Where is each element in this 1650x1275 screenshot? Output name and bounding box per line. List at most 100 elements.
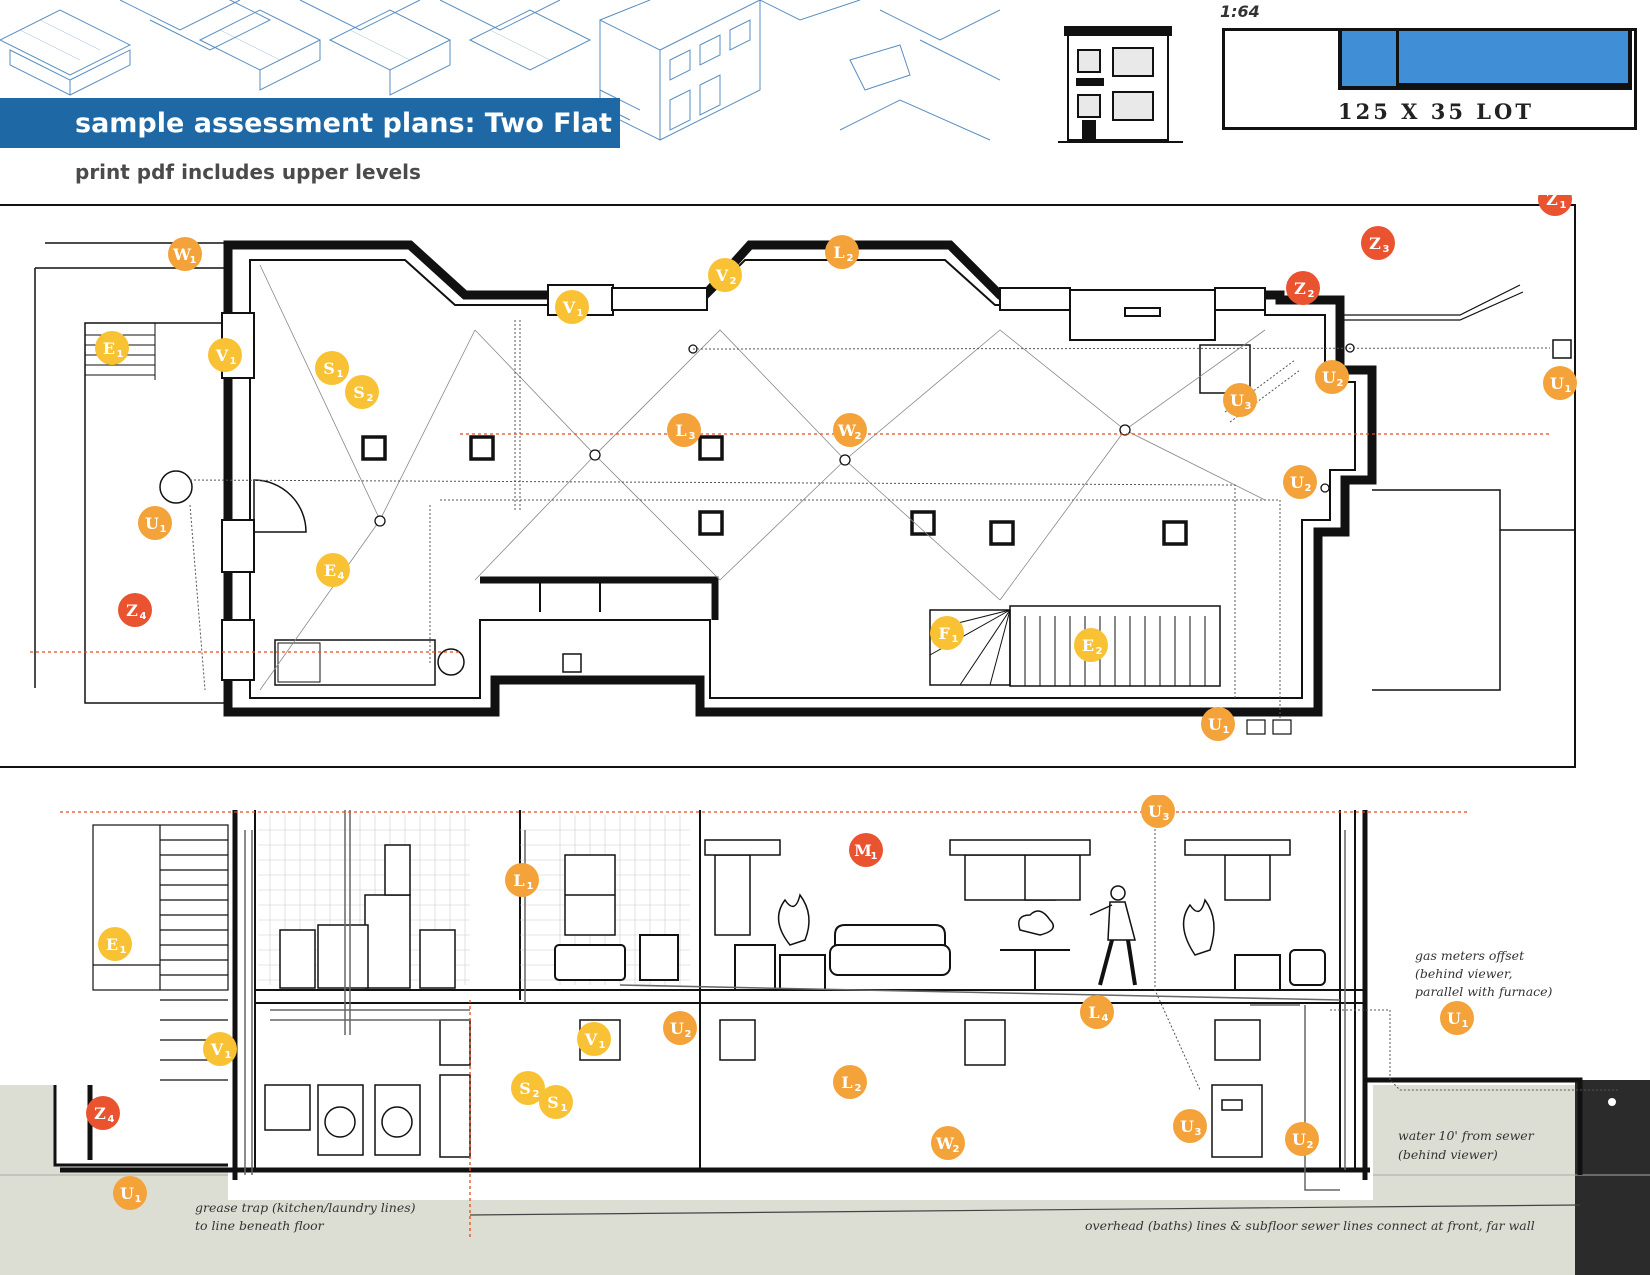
marker-letter: S <box>547 1093 559 1112</box>
marker-letter: U <box>1148 802 1162 821</box>
marker-letter: L <box>675 421 686 440</box>
section-marker-w2: W2 <box>931 1126 965 1160</box>
marker-circle <box>539 1085 573 1119</box>
marker-circle <box>825 235 859 269</box>
marker-subscript: 1 <box>337 369 344 380</box>
marker-subscript: 1 <box>1565 384 1572 395</box>
marker-letter: S <box>353 383 365 402</box>
marker-circle <box>931 1126 965 1160</box>
lot-label: 125 X 35 LOT <box>1338 99 1534 124</box>
marker-subscript: 2 <box>847 253 854 264</box>
note-gas-3: parallel with furnace) <box>1415 984 1553 999</box>
note-gas-2: (behind viewer, <box>1415 966 1513 981</box>
marker-subscript: 1 <box>230 356 237 367</box>
marker-subscript: 2 <box>1096 646 1103 657</box>
marker-circle <box>113 1176 147 1210</box>
marker-letter: U <box>1322 368 1336 387</box>
marker-circle <box>138 506 172 540</box>
marker-letter: M <box>854 841 872 860</box>
marker-letter: V <box>584 1030 598 1049</box>
marker-circle <box>1286 271 1320 305</box>
marker-circle <box>1440 1001 1474 1035</box>
marker-circle <box>511 1071 545 1105</box>
marker-subscript: 2 <box>533 1089 540 1100</box>
marker-subscript: 4 <box>338 571 345 582</box>
marker-circle <box>708 258 742 292</box>
marker-letter: E <box>324 561 336 580</box>
marker-subscript: 2 <box>1307 1140 1314 1151</box>
marker-circle <box>577 1022 611 1056</box>
marker-letter: V <box>715 266 729 285</box>
marker-letter: W <box>837 421 857 440</box>
note-water-1: water 10' from sewer <box>1398 1128 1535 1143</box>
marker-circle <box>118 593 152 627</box>
marker-circle <box>1361 226 1395 260</box>
lot-building-footprint <box>1338 31 1632 90</box>
building-section: grease trap (kitchen/laundry lines) to l… <box>0 795 1650 1275</box>
marker-subscript: 1 <box>952 634 959 645</box>
marker-subscript: 2 <box>855 431 862 442</box>
marker-subscript: 4 <box>1102 1013 1109 1024</box>
marker-circle <box>667 413 701 447</box>
marker-subscript: 2 <box>685 1029 692 1040</box>
marker-letter: V <box>562 298 576 317</box>
marker-letter: Z <box>1369 234 1381 253</box>
marker-subscript: 2 <box>730 276 737 287</box>
marker-subscript: 1 <box>561 1103 568 1114</box>
marker-letter: U <box>1447 1009 1461 1028</box>
marker-circle <box>1201 707 1235 741</box>
marker-letter: Z <box>126 601 138 620</box>
marker-letter: U <box>1230 391 1244 410</box>
marker-subscript: 4 <box>108 1114 115 1125</box>
marker-circle <box>208 338 242 372</box>
marker-subscript: 1 <box>117 349 124 360</box>
marker-circle <box>1173 1109 1207 1143</box>
page-title: sample assessment plans: Two Flat <box>0 98 620 148</box>
marker-letter: U <box>1208 715 1222 734</box>
marker-subscript: 3 <box>1195 1127 1202 1138</box>
marker-circle <box>315 351 349 385</box>
marker-subscript: 2 <box>1308 289 1315 300</box>
marker-letter: W <box>172 245 192 264</box>
marker-subscript: 3 <box>1383 244 1390 255</box>
marker-letter: S <box>323 359 335 378</box>
marker-circle <box>86 1096 120 1130</box>
plan-marker-w2: W2 <box>833 413 867 447</box>
marker-letter: U <box>1290 473 1304 492</box>
marker-letter: V <box>210 1040 224 1059</box>
marker-letter: U <box>670 1019 684 1038</box>
section-marker-m1: M1 <box>849 833 883 867</box>
marker-subscript: 2 <box>855 1083 862 1094</box>
marker-subscript: 1 <box>160 524 167 535</box>
marker-letter: U <box>1550 374 1564 393</box>
marker-letter: V <box>215 346 229 365</box>
marker-subscript: 1 <box>1462 1019 1469 1030</box>
marker-letter: L <box>841 1073 852 1092</box>
marker-subscript: 3 <box>689 431 696 442</box>
marker-letter: U <box>1292 1130 1306 1149</box>
marker-letter: U <box>1180 1117 1194 1136</box>
marker-circle <box>95 331 129 365</box>
marker-circle <box>98 927 132 961</box>
marker-circle <box>1543 366 1577 400</box>
marker-letter: S <box>519 1079 531 1098</box>
neighborhood-illustration <box>0 0 1000 141</box>
marker-subscript: 1 <box>1560 200 1567 211</box>
marker-letter: L <box>833 243 844 262</box>
